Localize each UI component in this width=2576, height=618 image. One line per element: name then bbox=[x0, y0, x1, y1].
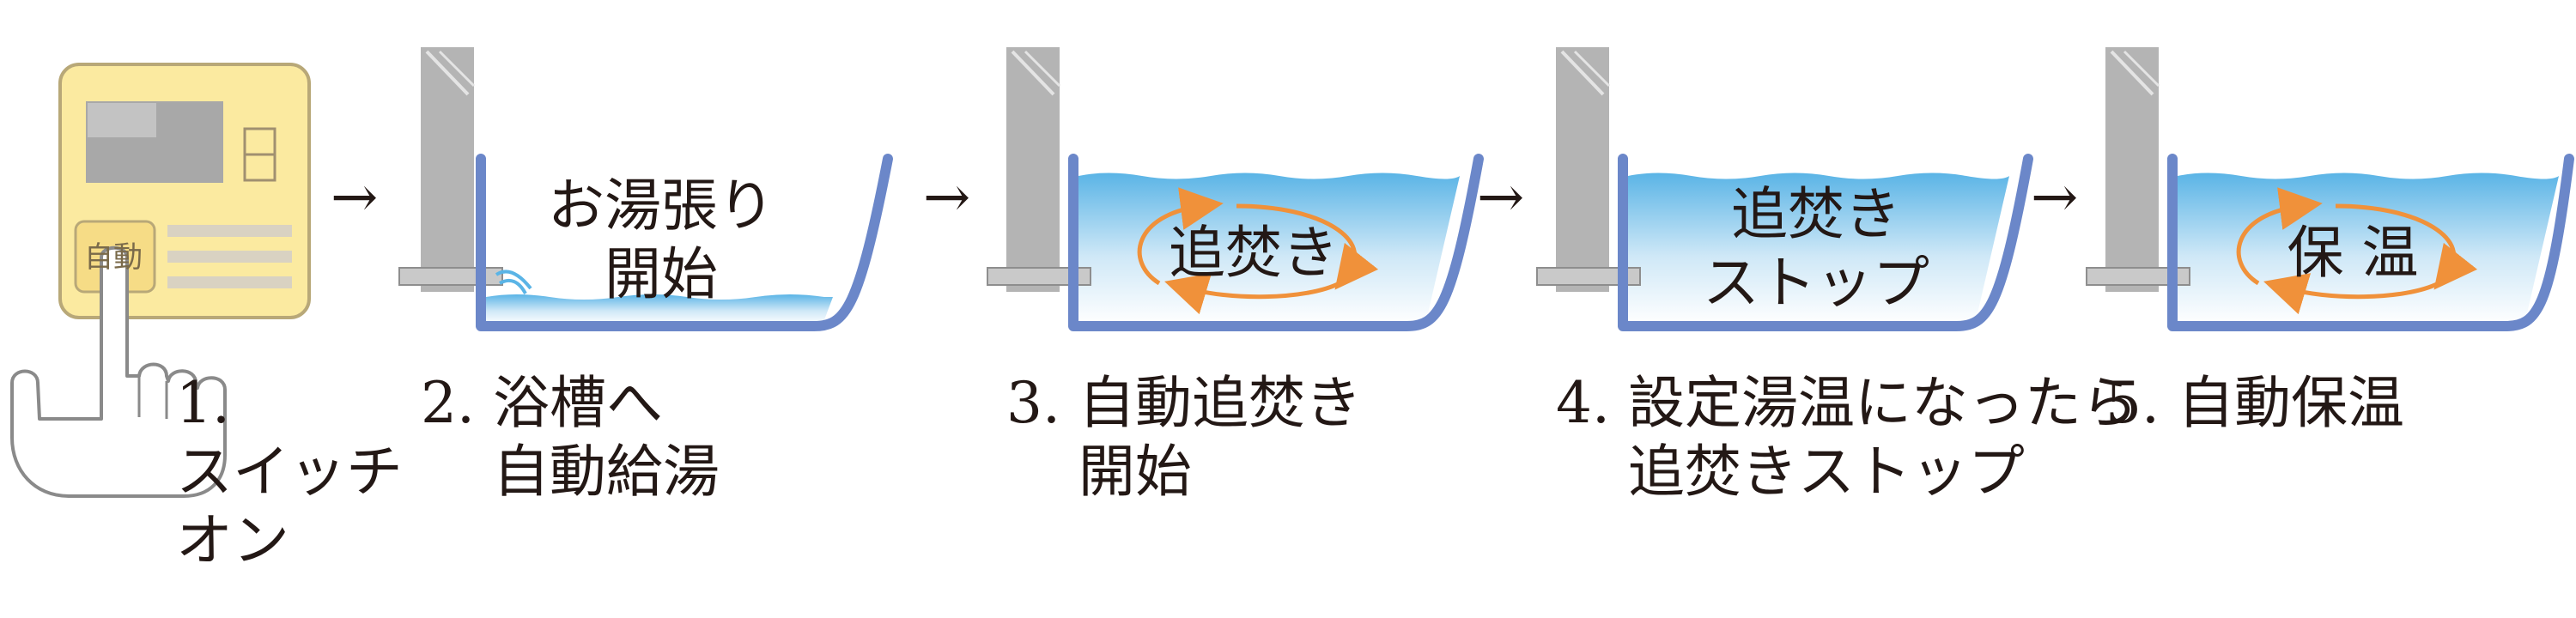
water-shallow bbox=[486, 294, 833, 324]
step-2-caption: 2. 浴槽へ 自動給湯 bbox=[421, 370, 720, 505]
auto-button-label: 自動 bbox=[84, 240, 143, 275]
circulation-arrows-icon bbox=[1137, 187, 1379, 315]
circulation-arrows-icon bbox=[2236, 187, 2478, 315]
step-3-caption: 3. 自動追焚き 開始 bbox=[1006, 370, 1362, 505]
tub-filling-illustration bbox=[398, 47, 893, 331]
pointing-hand-icon bbox=[10, 245, 227, 498]
step-4-caption: 4. 設定湯温になったら 追焚きストップ bbox=[1556, 370, 2138, 505]
remote-control-icon bbox=[58, 63, 311, 319]
tub-reheat-stop-illustration bbox=[1536, 47, 2033, 331]
tub-label-reheat-stop: 追焚き ストップ bbox=[1703, 181, 1929, 316]
tub-keep-warm-illustration bbox=[2086, 47, 2574, 331]
flow-arrow-icon: → bbox=[1477, 164, 1525, 230]
remote-info-lines bbox=[167, 225, 292, 288]
flow-arrow-icon: → bbox=[331, 164, 379, 230]
step-1-caption: 1. スイッチ オン bbox=[176, 370, 403, 573]
tub-label-keep-warm: 保 温 bbox=[2287, 220, 2419, 286]
faucet-spout bbox=[398, 267, 503, 286]
tub-outline bbox=[476, 154, 893, 331]
tub-reheating-illustration bbox=[987, 47, 1484, 331]
wall-pipe bbox=[421, 47, 474, 292]
step-5-caption: 5. 自動保温 bbox=[2105, 370, 2404, 436]
flow-arrow-icon: → bbox=[2031, 164, 2079, 230]
remote-side-buttons bbox=[243, 127, 276, 182]
flow-arrow-icon: → bbox=[923, 164, 971, 230]
tub-label-filling: お湯張り 開始 bbox=[548, 173, 775, 307]
tub-label-reheating: 追焚き bbox=[1169, 220, 1339, 286]
